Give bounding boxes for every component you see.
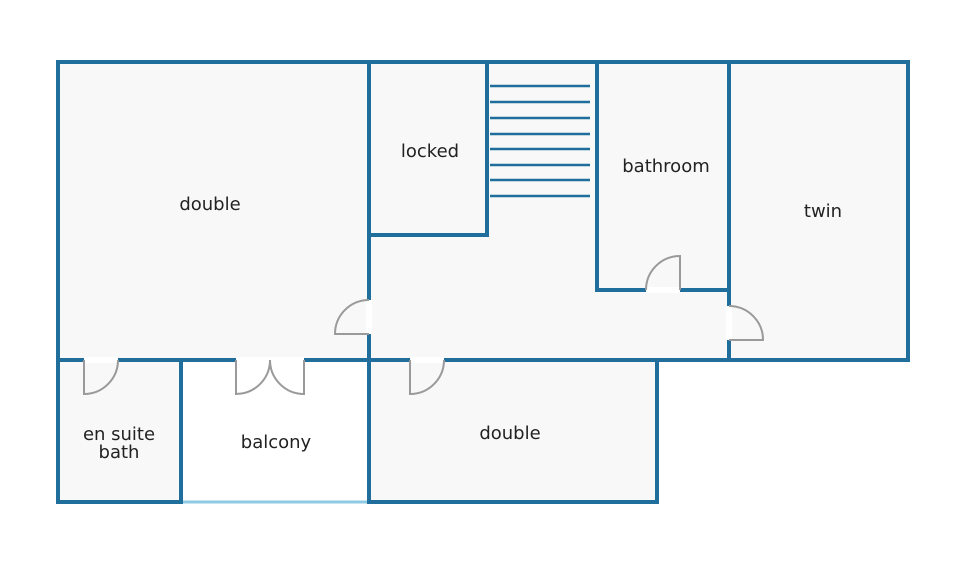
room-label-double-bottom: double — [479, 423, 540, 444]
en-suite-door — [83, 359, 119, 396]
walls — [56, 60, 910, 504]
double-left-door — [333, 299, 370, 335]
room-label-bathroom: bathroom — [622, 156, 710, 177]
twin-door — [728, 305, 765, 341]
room-label-double-left: double — [179, 194, 240, 215]
room-label-locked: locked — [401, 141, 459, 162]
balcony-door-left — [235, 359, 271, 396]
room-fills — [58, 62, 908, 502]
door-swings — [83, 254, 765, 396]
room-label-en-suite-line2: bath — [99, 442, 140, 463]
room-label-balcony: balcony — [241, 432, 312, 453]
room-labels: double locked bathroom twin en suite bat… — [83, 141, 842, 463]
room-label-en-suite-line1: en suite — [83, 424, 155, 445]
staircase — [490, 84, 590, 198]
double-bottom-door — [409, 359, 445, 396]
bathroom-door — [645, 254, 681, 291]
balcony-door-right — [269, 359, 305, 396]
room-label-twin: twin — [804, 201, 842, 222]
